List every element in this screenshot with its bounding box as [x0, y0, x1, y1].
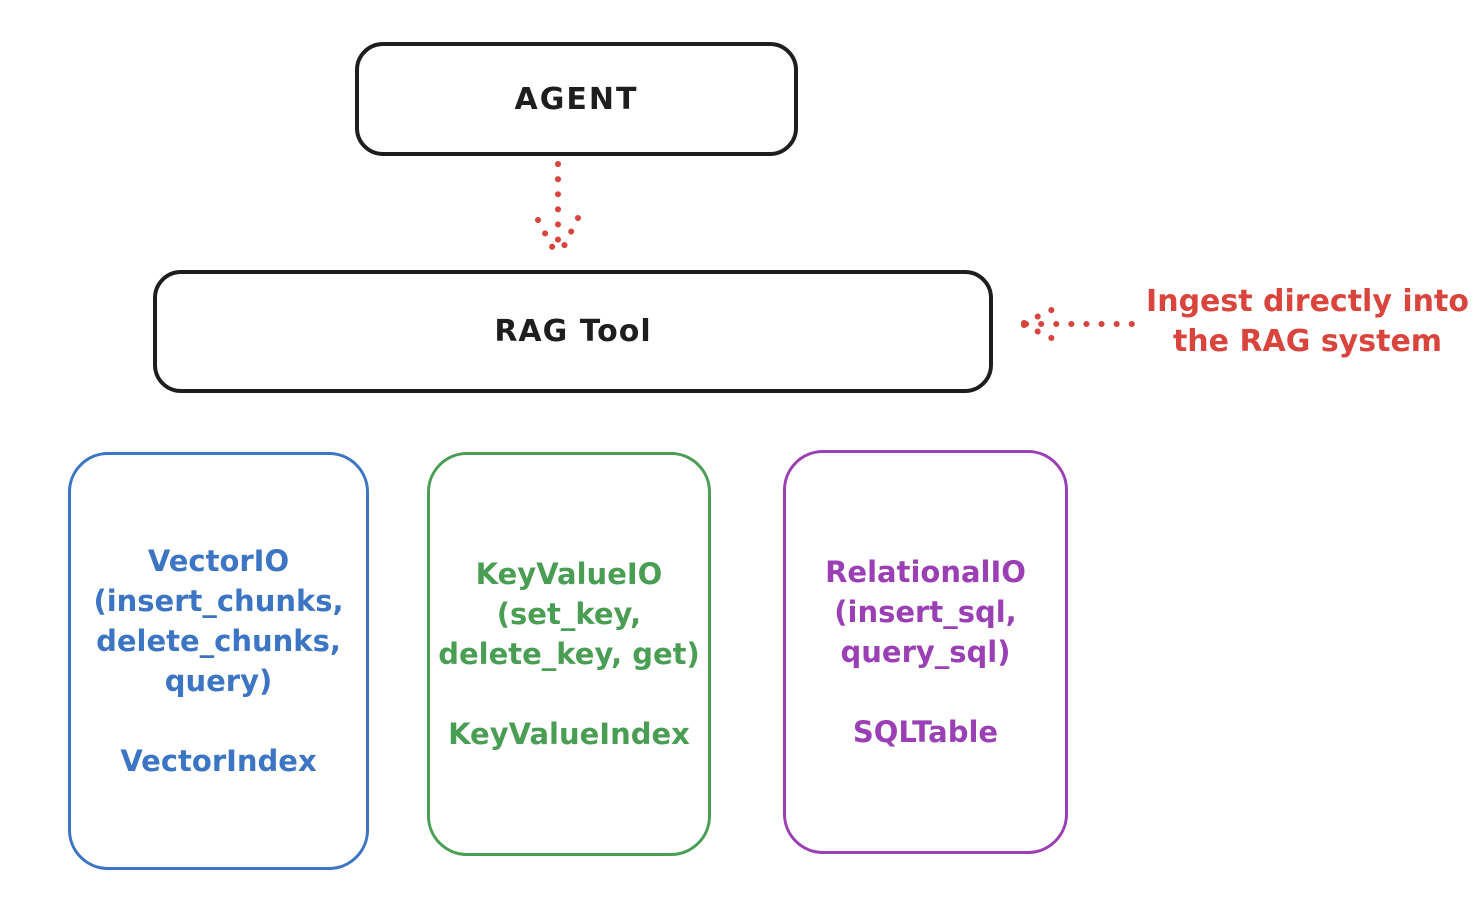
- annotation-arrow-icon: [1021, 303, 1137, 345]
- sql-table-label: SQLTable: [852, 715, 999, 749]
- annotation-text: Ingest directly into the RAG system: [1135, 282, 1480, 362]
- vector-io-methods-line-2: delete_chunks,: [96, 624, 341, 658]
- vector-index-label: VectorIndex: [120, 744, 317, 778]
- rag-tool-node[interactable]: RAG Tool: [153, 270, 993, 393]
- annotation-line-1: Ingest directly into: [1146, 284, 1469, 319]
- vector-io-methods-line-1: (insert_chunks,: [93, 584, 344, 618]
- rag-tool-label: RAG Tool: [494, 314, 652, 349]
- relational-io-title: RelationalIO: [825, 555, 1026, 589]
- keyvalue-io-methods-line-2: delete_key, get): [438, 637, 700, 671]
- keyvalue-io-methods-line-1: (set_key,: [496, 597, 642, 631]
- relational-io-methods-line-1: (insert_sql,: [834, 595, 1017, 629]
- vector-io-node[interactable]: VectorIO (insert_chunks, delete_chunks, …: [68, 452, 369, 870]
- agent-label: AGENT: [514, 81, 639, 117]
- agent-to-ragtool-arrow-icon: [535, 161, 581, 259]
- relational-io-node[interactable]: RelationalIO (insert_sql, query_sql) SQL…: [783, 450, 1068, 854]
- keyvalue-io-node[interactable]: KeyValueIO (set_key, delete_key, get) Ke…: [427, 452, 711, 856]
- annotation-line-2: the RAG system: [1172, 324, 1443, 359]
- agent-node[interactable]: AGENT: [355, 42, 798, 156]
- relational-io-methods-line-2: query_sql): [840, 635, 1011, 669]
- vector-io-title: VectorIO: [147, 544, 290, 578]
- keyvalue-io-title: KeyValueIO: [475, 557, 663, 591]
- keyvalue-index-label: KeyValueIndex: [448, 717, 690, 751]
- vector-io-methods-line-3: query): [164, 664, 273, 698]
